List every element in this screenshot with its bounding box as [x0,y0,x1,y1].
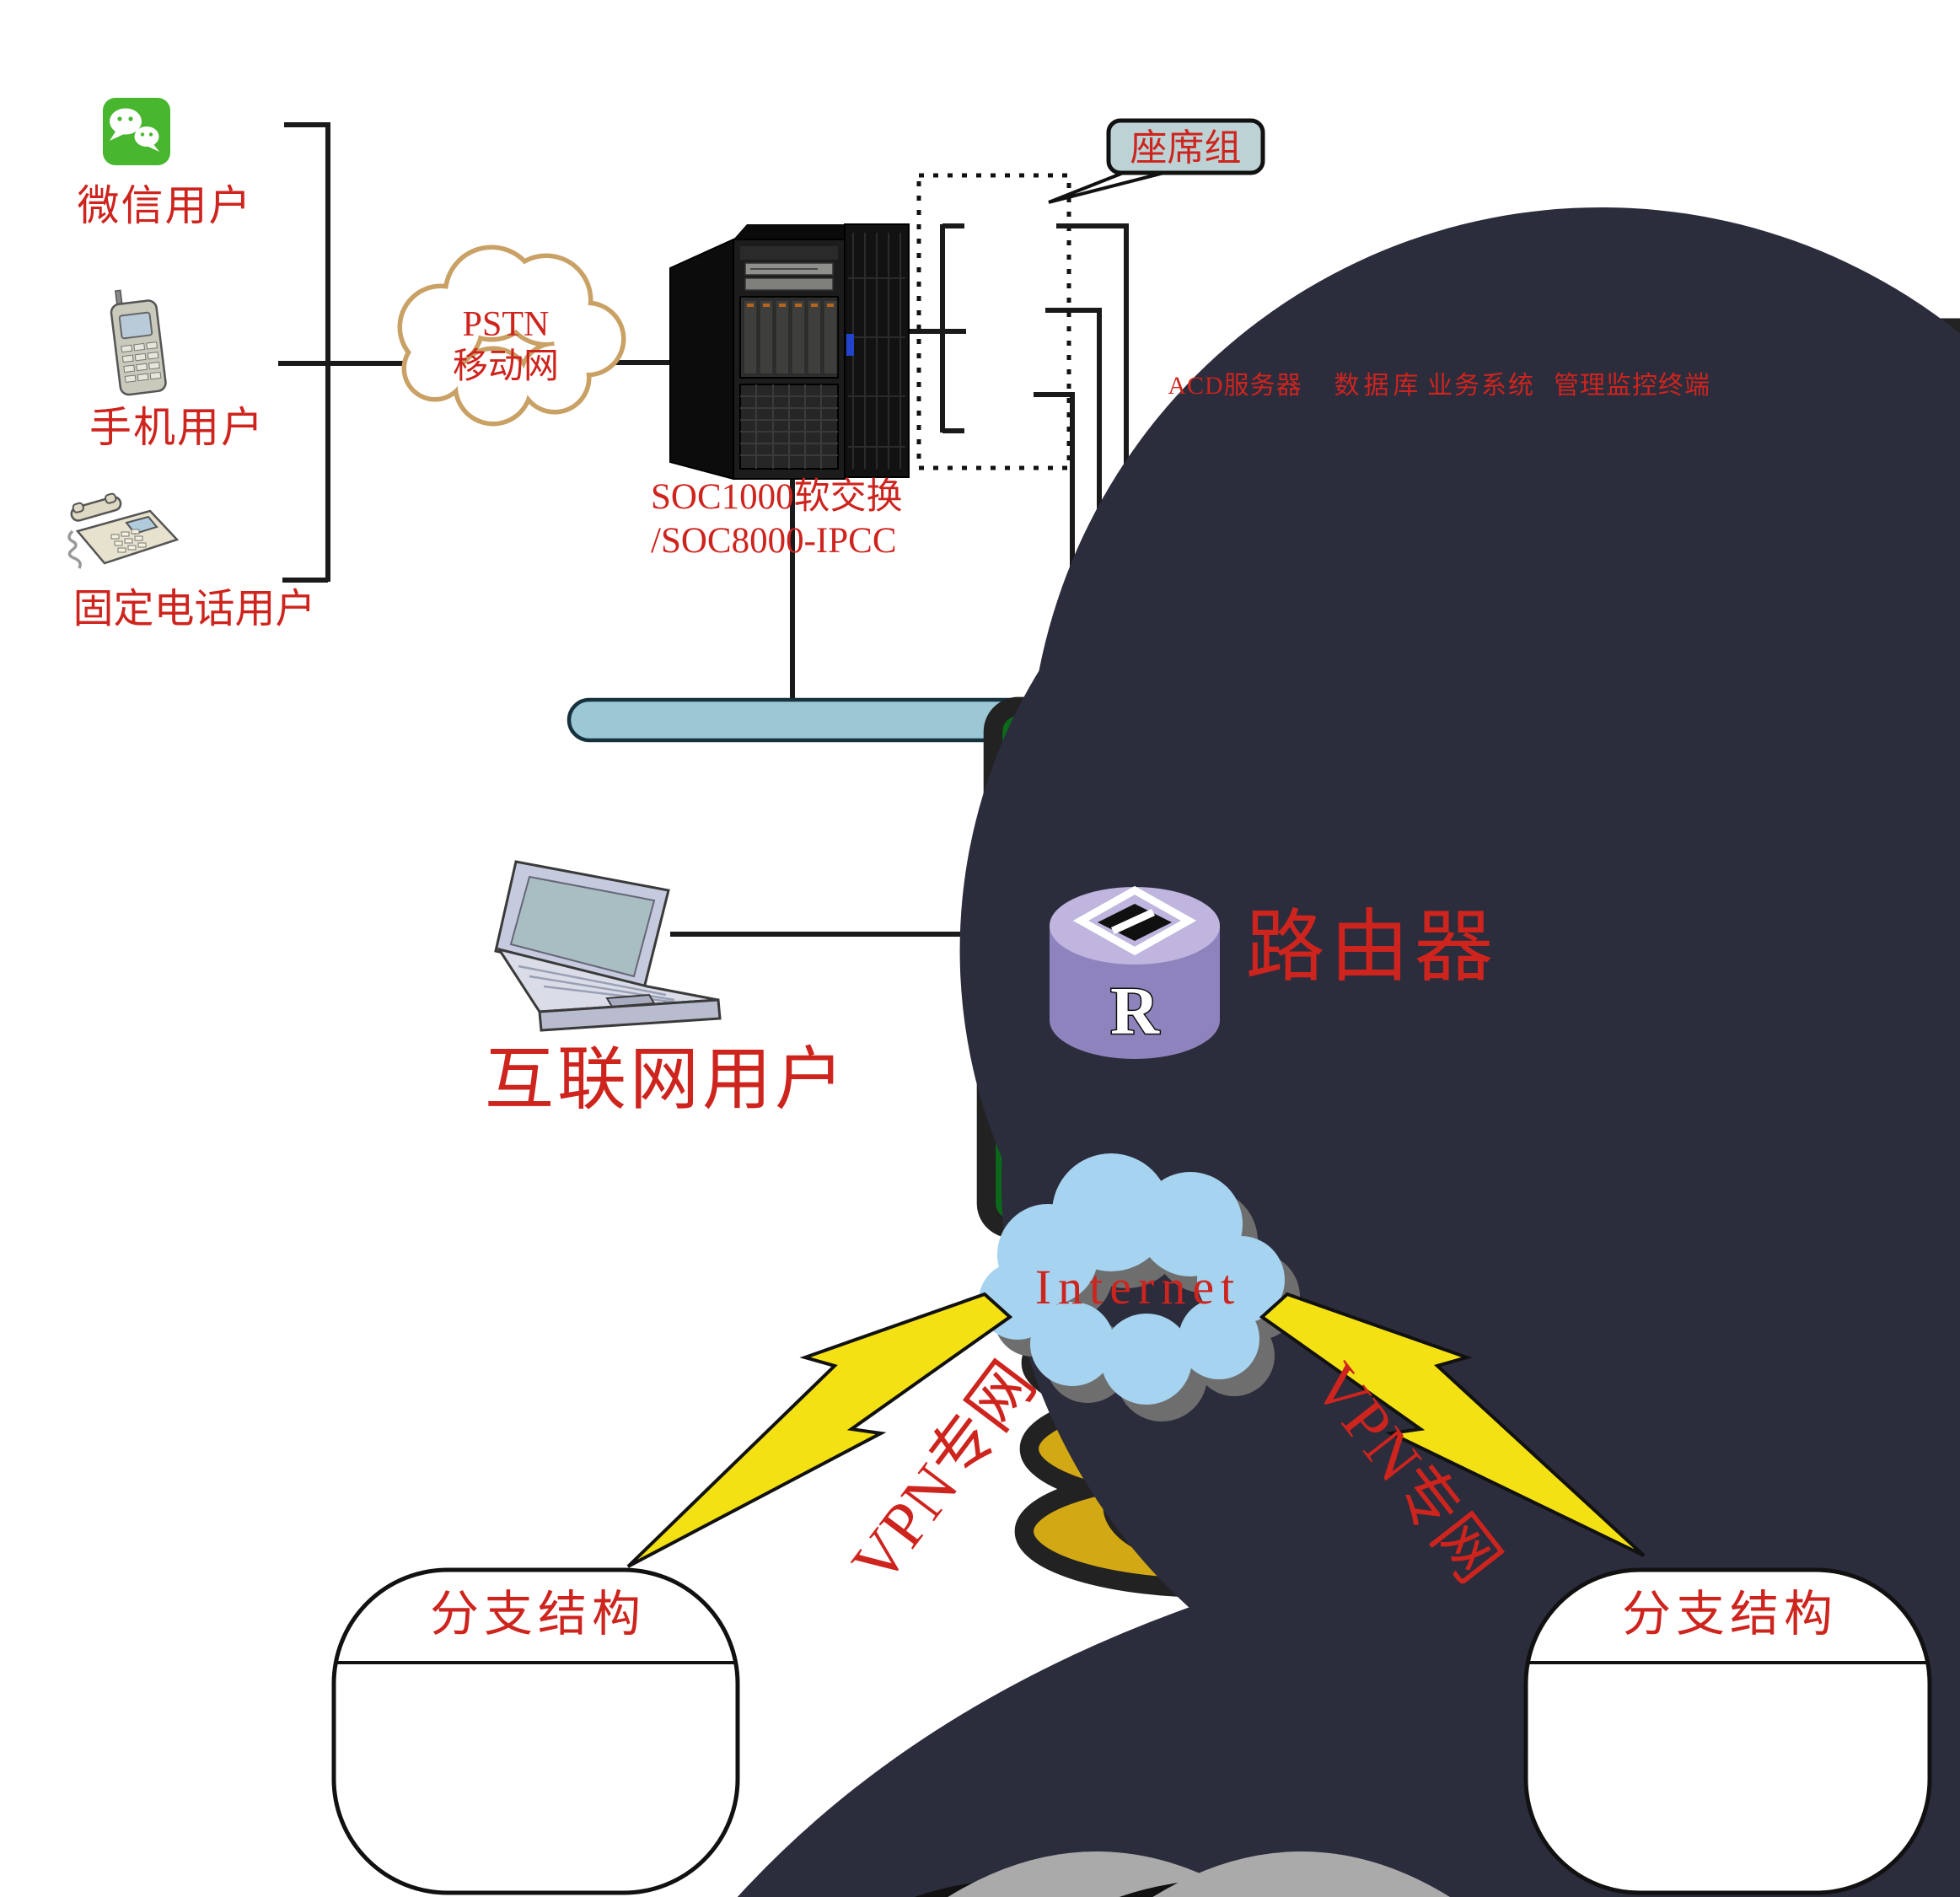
vpn-bolt-right-icon [1259,1292,1646,1557]
soft-switch-line2: /SOC8000-IPCC [651,521,897,562]
desk-phone-icon [67,492,180,569]
branch-right-box [1523,1567,1932,1895]
label-internet-cloud: Internet [1034,1260,1242,1314]
pstn-line2: 移动网 [452,347,559,387]
label-router: 路由器 [1245,904,1499,991]
label-fixed-phone-user: 固定电话用户 [72,587,316,631]
label-wechat-user: 微信用户 [77,182,253,229]
vpn-bolt-left-icon [626,1292,1013,1568]
laptop-icon [494,860,722,1032]
label-acd-server: ACD服务器 [1168,372,1302,400]
wechat-icon [103,98,170,165]
label-internet-user: 互联网用户 [484,1041,847,1118]
router-icon: R [1050,885,1220,1059]
agent-group-box [916,173,1071,470]
label-branch-right: 分支结构 [1621,1587,1838,1642]
soc-server-icon [669,223,910,481]
label-branch-left: 分支结构 [429,1587,646,1642]
label-mobile-user: 手机用户 [89,404,265,451]
mobile-phone-icon [110,289,167,396]
label-agent-group-callout: 座席组 [1130,127,1242,169]
label-pstn-cloud: PSTN 移动网 [430,304,582,389]
branch-left-box [331,1567,740,1895]
pstn-line1: PSTN [462,305,550,344]
agent-callout [1048,118,1265,204]
label-database: 数据库 [1334,372,1423,400]
label-management-terminal: 管理监控终端 [1554,372,1710,400]
soft-switch-line1: SOC1000软交换 [651,477,903,517]
router-logo-letter: R [1110,975,1160,1049]
label-business-system: 业务系统 [1427,372,1535,400]
label-soft-switch: SOC1000软交换 /SOC8000-IPCC [651,476,954,564]
pstn-cloud [397,245,626,427]
